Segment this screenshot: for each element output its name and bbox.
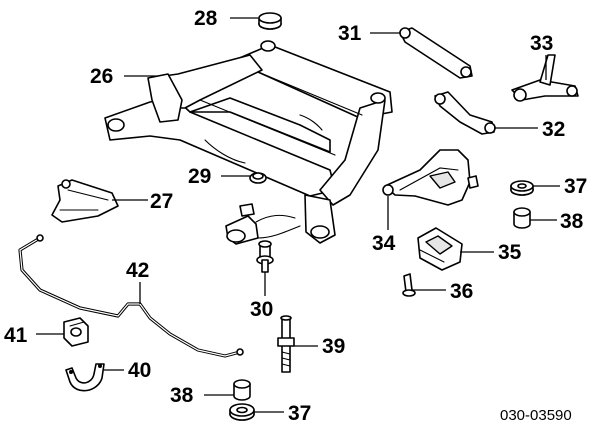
- lower-link-32: [434, 91, 496, 135]
- callout-34: 34: [372, 232, 396, 255]
- stud-bushing-30: [256, 240, 274, 273]
- callout-31: 31: [338, 22, 362, 45]
- upper-link-31: [399, 27, 473, 79]
- stabilizer-bar-42: [18, 234, 244, 358]
- callout-38-upper: 38: [560, 210, 584, 233]
- diagram-reference-code: 030-03590: [500, 407, 572, 424]
- bushing-37-lower: [229, 403, 255, 421]
- callout-labels: 28 31 33 26 32 29 37 27 38 34 35 42 36 3…: [4, 7, 587, 425]
- bracket-plate-35: [417, 227, 463, 271]
- callout-42: 42: [126, 259, 149, 282]
- spacer-29: [249, 172, 267, 184]
- long-bolt-39: [277, 315, 295, 373]
- upper-arm-33: [511, 54, 579, 102]
- callout-29: 29: [188, 165, 211, 188]
- callout-37-lower: 37: [288, 402, 311, 425]
- callout-39: 39: [322, 335, 345, 358]
- callout-41: 41: [4, 324, 28, 347]
- frame-mount-assembly: [225, 203, 301, 245]
- leader-lines: [36, 17, 560, 413]
- callout-32: 32: [542, 118, 565, 141]
- stabilizer-bushing-41: [63, 317, 89, 347]
- stabilizer-clamp-40: [65, 363, 105, 392]
- pin-36: [402, 273, 416, 297]
- callout-38-lower: 38: [170, 384, 194, 407]
- callout-35: 35: [498, 241, 522, 264]
- callout-27: 27: [150, 190, 173, 213]
- tension-arm-27: [51, 179, 119, 223]
- callout-26: 26: [90, 65, 113, 88]
- mount-bushing-top: [258, 12, 282, 30]
- callout-33: 33: [530, 32, 553, 55]
- callout-28: 28: [194, 7, 218, 30]
- bushing-38-lower: [233, 379, 251, 401]
- bushing-37-upper: [510, 180, 534, 196]
- subframe-crossmember: [104, 40, 393, 244]
- callout-30: 30: [250, 298, 273, 321]
- callout-40: 40: [128, 359, 151, 382]
- callout-37-upper: 37: [564, 175, 587, 198]
- lower-control-arm-34: [382, 149, 479, 206]
- bushing-38-upper: [513, 207, 531, 229]
- callout-36: 36: [450, 280, 473, 303]
